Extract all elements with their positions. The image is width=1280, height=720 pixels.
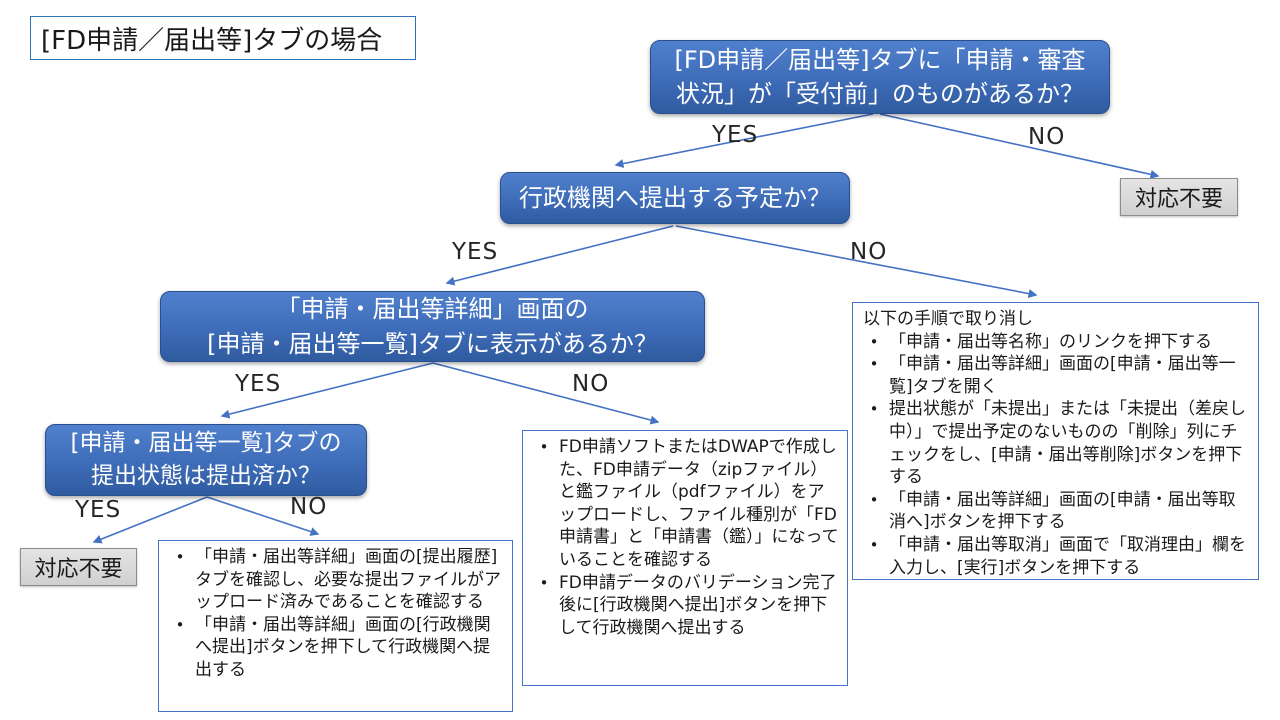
terminal-no-action-top: 対応不要	[1120, 178, 1238, 216]
edge-label-no-1: NO	[1028, 124, 1066, 150]
list-item-text: FD申請ソフトまたはDWAPで作成した、FD申請データ（zipファイル）と鑑ファ…	[559, 437, 839, 571]
list-item-text: 「申請・届出等取消」画面で「取消理由」欄を入力し、[実行]ボタンを押下する	[889, 535, 1246, 578]
terminal-no-action-bottom: 対応不要	[20, 548, 137, 586]
bullet-icon: •	[539, 573, 549, 592]
list-item: • 「申請・届出等取消」画面で「取消理由」欄を入力し、[実行]ボタンを押下する	[859, 534, 1250, 579]
bullet-icon: •	[869, 490, 879, 509]
edge-label-no-2: NO	[850, 239, 888, 265]
list-item-text: 「申請・届出等詳細」画面の[提出履歴]タブを確認し、必要な提出ファイルがアップロ…	[195, 547, 501, 613]
list-item-text: 「申請・届出等詳細」画面の[申請・届出等取消へ]ボタンを押下する	[889, 489, 1236, 533]
edge-label-yes-3: YES	[235, 371, 282, 397]
bullet-icon: •	[175, 548, 185, 566]
list-item: • 「申請・届出等詳細」画面の[提出履歴]タブを確認し、必要な提出ファイルがアッ…	[165, 546, 504, 614]
edge-label-yes-2: YES	[452, 239, 499, 265]
edge-label-yes-4: YES	[75, 497, 122, 523]
bullet-icon: •	[869, 400, 879, 419]
steps-cancel-heading: 以下の手順で取り消し	[863, 309, 1033, 329]
list-item-text: 「申請・届出等詳細」画面の[行政機関へ提出]ボタンを押下して行政機関へ提出する	[195, 614, 491, 681]
list-item: • 「申請・届出等詳細」画面の[行政機関へ提出]ボタンを押下して行政機関へ提出す…	[165, 614, 504, 682]
list-item-text: 「申請・届出等詳細」画面の[申請・届出等一覧]タブを開く	[889, 354, 1236, 397]
list-item-text: FD申請データのバリデーション完了後に[行政機関へ提出]ボタンを押下して行政機関…	[559, 572, 837, 638]
steps-upload-procedure-box: • FD申請ソフトまたはDWAPで作成した、FD申請データ（zipファイル）と鑑…	[522, 430, 848, 686]
bullet-icon: •	[869, 536, 879, 555]
list-item: • 「申請・届出等詳細」画面の[申請・届出等取消へ]ボタンを押下する	[859, 489, 1250, 534]
decision-fd-tab-status: [FD申請／届出等]タブに「申請・審査 状況」が「受付前」のものがあるか？	[650, 40, 1110, 114]
list-item: • FD申請データのバリデーション完了後に[行政機関へ提出]ボタンを押下して行政…	[529, 572, 839, 640]
arrow-q3-no	[432, 362, 660, 425]
arrow-q1-no	[879, 113, 1160, 179]
decision-plan-to-submit: 行政機関へ提出する予定か？	[500, 172, 850, 224]
edge-label-no-3: NO	[572, 371, 610, 397]
edge-label-yes-1: YES	[712, 122, 759, 148]
steps-cancel-procedure-box: 以下の手順で取り消し • 「申請・届出等名称」のリンクを押下する • 「申請・届…	[852, 302, 1259, 580]
diagram-title: [FD申請／届出等]タブの場合	[30, 16, 416, 60]
bullet-icon: •	[539, 438, 549, 456]
steps-submit-procedure-box: • 「申請・届出等詳細」画面の[提出履歴]タブを確認し、必要な提出ファイルがアッ…	[158, 540, 513, 712]
list-item: • FD申請ソフトまたはDWAPで作成した、FD申請データ（zipファイル）と鑑…	[529, 436, 839, 572]
bullet-icon: •	[175, 615, 185, 634]
list-item: • 提出状態が「未提出」または「未提出（差戻し中）」で提出予定のないものの「削除…	[859, 398, 1250, 488]
bullet-icon: •	[869, 332, 879, 351]
list-item: • 「申請・届出等詳細」画面の[申請・届出等一覧]タブを開く	[859, 353, 1250, 398]
decision-list-tab-display: 「申請・届出等詳細」画面の [申請・届出等一覧]タブに表示があるか？	[160, 291, 705, 362]
decision-submission-status: [申請・届出等一覧]タブの 提出状態は提出済か？	[45, 424, 367, 496]
list-item-text: 「申請・届出等名称」のリンクを押下する	[889, 331, 1212, 352]
bullet-icon: •	[869, 355, 879, 374]
list-item-text: 提出状態が「未提出」または「未提出（差戻し中）」で提出予定のないものの「削除」列…	[889, 399, 1246, 488]
edge-label-no-4: NO	[290, 494, 328, 520]
list-item: • 「申請・届出等名称」のリンクを押下する	[859, 331, 1250, 354]
